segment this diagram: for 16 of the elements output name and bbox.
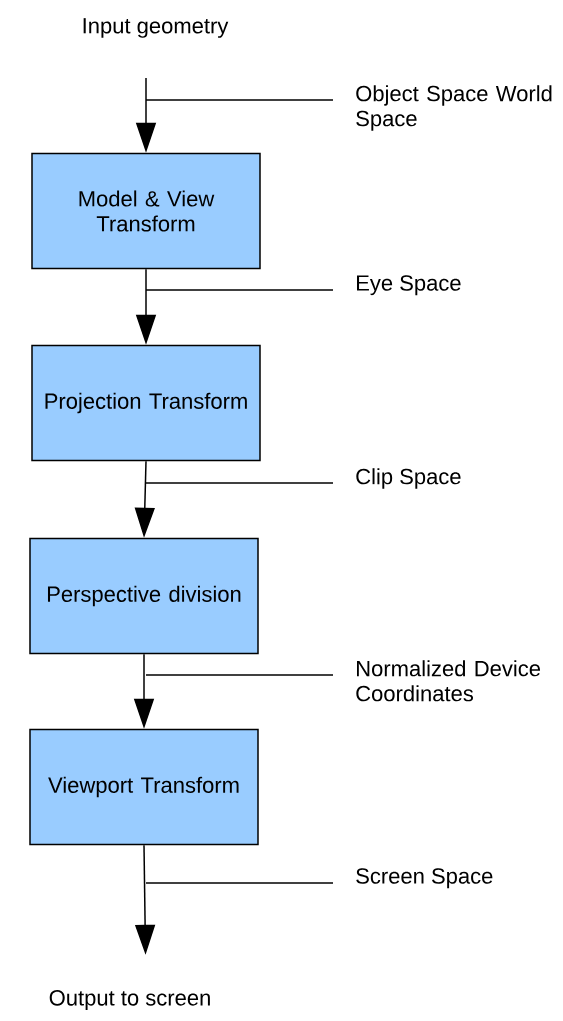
leader-line: [145, 882, 334, 884]
leader-line: [145, 482, 334, 484]
space-label: Screen Space: [356, 868, 493, 889]
process-box: Projection Transform: [31, 344, 261, 462]
leader-line: [145, 674, 334, 676]
space-label: Object Space World Space: [356, 85, 552, 131]
space-label: Clip Space: [356, 468, 461, 489]
space-label: Normalized Device Coordinates: [356, 660, 540, 702]
io-label: Input geometry: [83, 18, 229, 38]
leader-line: [145, 99, 334, 101]
process-box: Model & View Transform: [31, 152, 261, 270]
process-box: Perspective division: [29, 537, 259, 655]
io-label: Output to screen: [49, 990, 210, 1010]
space-label: Eye Space: [357, 275, 461, 296]
leader-line: [145, 289, 334, 291]
process-box: Viewport Transform: [29, 728, 259, 846]
